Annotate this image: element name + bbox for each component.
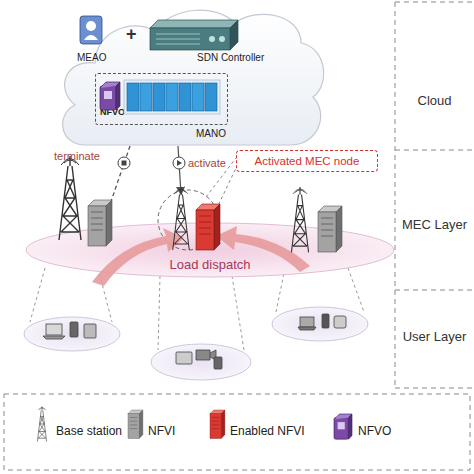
sdn-controller-icon [150,20,238,28]
group-label: MANO [196,128,226,139]
sdn-controller-icon [156,34,200,44]
base-station [59,156,81,240]
coverage-line [158,276,160,350]
sdn-controller-icon [150,28,230,50]
coverage-line [232,276,244,350]
legend-frame [4,394,470,470]
callout-box: Activated MEC node [236,150,378,172]
layer-separator [395,2,472,3]
stop-icon [122,161,127,166]
sdn-controller-icon [209,36,215,42]
sdn-controller-icon [219,36,225,42]
base-station [173,187,190,250]
user-area [151,344,251,380]
play-icon [173,157,185,169]
layer-label: Cloud [395,94,474,108]
component-label: SDN Controller [197,52,264,63]
layer-label: User Layer [395,330,474,344]
vnf-blade [153,83,165,111]
legend-text: NFVI [148,425,175,438]
vnf-blade [124,80,220,114]
band-label: Load dispatch [25,258,395,272]
nfvi-server [88,200,112,246]
action-label: terminate [54,150,100,162]
legend-text: Enabled NFVI [230,425,305,438]
layer-separator [395,290,472,291]
cloud-region: MEAO+SDN ControllerNFVOMANO [55,3,330,150]
meao-icon [80,16,102,44]
callout-text: Activated MEC node [237,155,377,168]
component-label: MEAO [77,52,106,63]
user-device [84,324,96,338]
layer-label: MEC Layer [395,218,474,232]
vnf-blade [205,83,217,111]
vnf-blade [192,83,204,111]
coverage-line [30,268,45,322]
play-icon [177,160,182,166]
nfvi-server [318,206,342,252]
meao-icon [80,16,102,44]
legend-base-station [37,406,46,441]
callout-leader [216,168,236,210]
enabled-nfvi-server [196,204,220,250]
activate-arrow [178,146,181,194]
legend-nfvi [128,410,143,439]
layer-separator [395,2,396,388]
mec-layer-band: Load dispatch [25,222,395,278]
stop-icon [118,157,130,169]
vnf-blade [140,83,152,111]
cloud-region-outline [55,3,330,150]
sdn-controller-icon [150,20,238,50]
legend-nfvo [334,414,352,439]
user-device [214,357,222,369]
plus-sign: + [126,25,137,45]
legend-text: NFVO [358,425,391,438]
vnf-blade [179,83,191,111]
legend-enabled-nfvi [210,410,225,439]
vnf-blade [166,83,178,111]
user-device [176,352,192,364]
user-area [24,317,120,351]
layer-separator [395,388,472,389]
coverage-line [348,268,364,312]
user-device [196,350,216,360]
load-dispatch-arrow [216,226,310,272]
meao-icon [84,35,98,40]
sdn-controller-icon [230,20,238,50]
user-device [43,314,346,369]
user-device [298,327,316,330]
load-dispatch-arrow [92,228,184,286]
vnf-blade [127,83,139,111]
user-area [24,307,368,380]
mec-layer-band-shape [26,223,394,277]
base-station [291,187,308,253]
action-label: activate [188,157,226,169]
meao-icon [86,21,96,31]
mano-box: NFVOMANO [95,73,228,125]
user-device [43,336,65,339]
terminate-arrow [104,146,130,222]
coverage-line [98,268,112,322]
activated-highlight [158,190,218,250]
cloud-region-shape [63,10,324,145]
legend-text: Base station [56,425,122,438]
component-label: NFVO [100,108,125,118]
user-device [322,314,329,328]
load-dispatch-arrow [92,226,310,286]
play-icon [173,157,185,169]
layer-separator [395,150,472,151]
user-device [300,317,314,327]
user-device [46,324,62,335]
user-device [334,316,346,328]
user-device [70,322,78,337]
user-area [272,307,368,341]
nfvo-icon [100,82,120,110]
vnf-blade [124,80,220,114]
stop-icon [118,157,130,169]
